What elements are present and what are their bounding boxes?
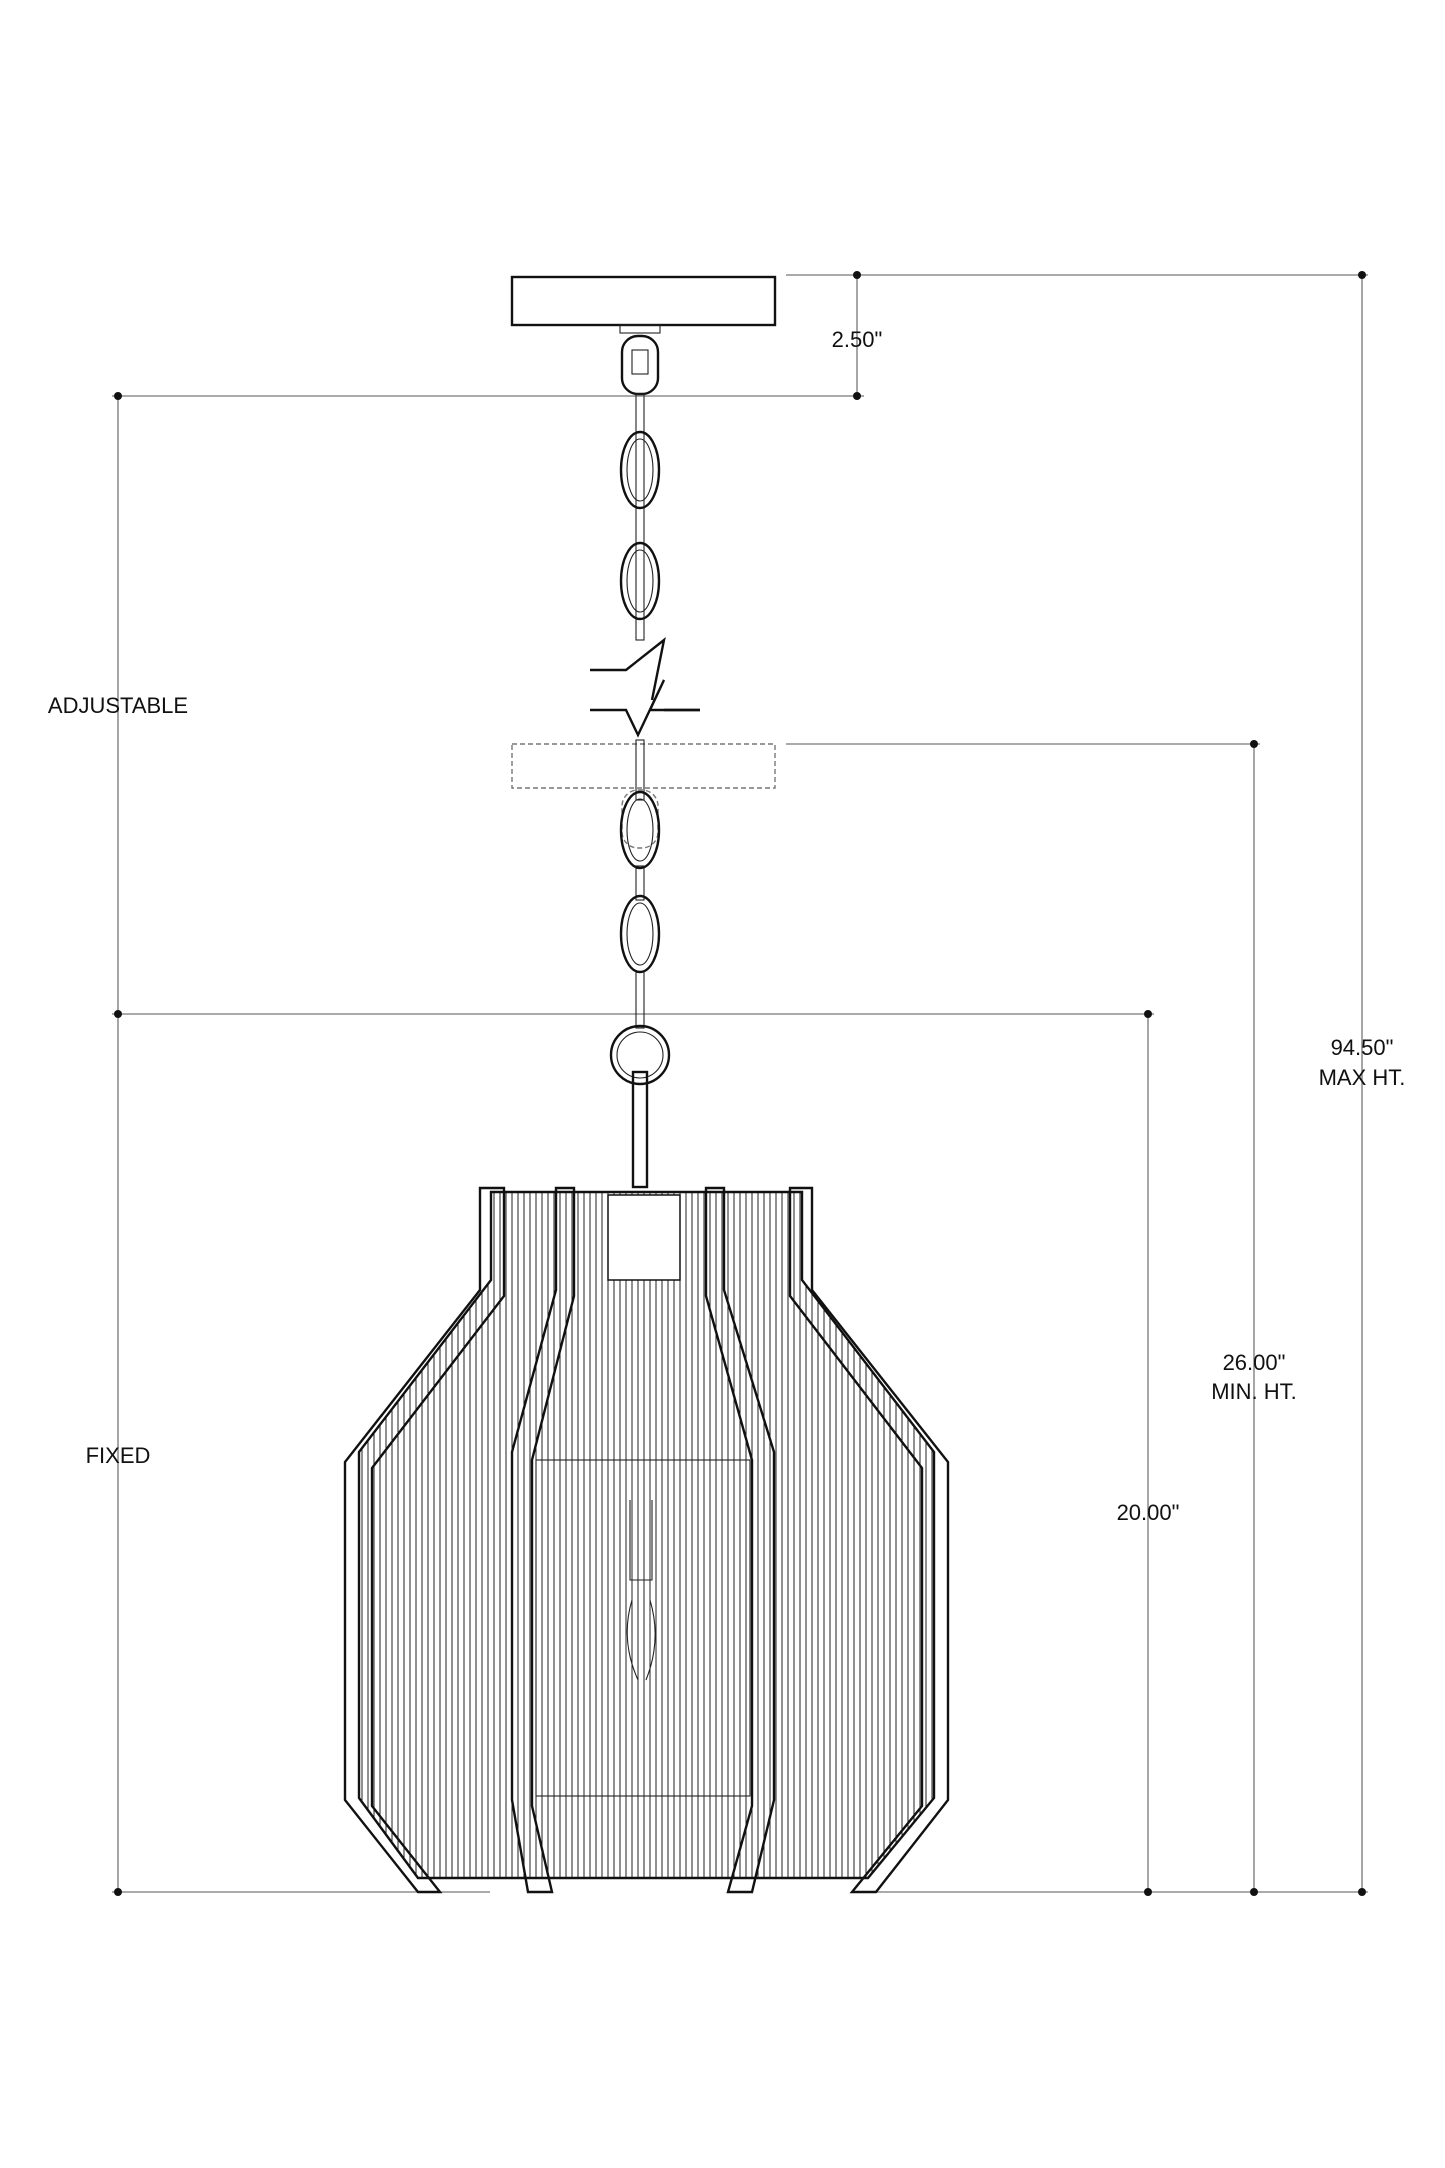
dimension-lines	[112, 274, 1368, 1893]
max-height-label: MAX HT.	[1319, 1065, 1406, 1090]
frame-bar-right-inner	[704, 1186, 776, 1894]
canopy-height-label: 2.50"	[832, 327, 883, 352]
bulb-icon	[626, 1500, 656, 1681]
frame-bar-left-inner	[510, 1186, 576, 1894]
hanging-ring-inner	[616, 1031, 664, 1079]
inner-cage	[535, 1459, 751, 1797]
shade-ribs	[361, 1192, 933, 1878]
chain-link-side	[635, 865, 645, 901]
stem-rod	[631, 1070, 649, 1189]
chain-link-inner	[626, 549, 654, 613]
chain	[619, 393, 661, 1029]
min-height-label: MIN. HT.	[1211, 1379, 1297, 1404]
hanging-ring	[609, 1024, 671, 1086]
chain-link-inner	[626, 438, 654, 502]
canopy	[510, 275, 777, 327]
chain-link	[619, 894, 661, 974]
chain-link-side	[635, 739, 645, 801]
canopy-loop-base	[619, 324, 661, 334]
fixed-label: FIXED	[86, 1443, 151, 1468]
max-height-value: 94.50"	[1331, 1035, 1394, 1060]
dimension-dots	[114, 271, 1366, 1896]
chain-link-side	[635, 971, 645, 1029]
shade-body-outline	[357, 1190, 936, 1880]
chain-link	[619, 790, 661, 870]
chain-link	[619, 430, 661, 510]
canopy-loop	[620, 334, 660, 396]
shade	[343, 1186, 950, 1894]
adjustable-label: ADJUSTABLE	[48, 693, 188, 718]
chain-link	[619, 541, 661, 621]
shade-top-opening	[607, 1194, 681, 1281]
fixture-height-value: 20.00"	[1117, 1500, 1180, 1525]
canopy-loop-inner	[631, 349, 649, 375]
chain-link-inner	[626, 902, 654, 966]
chain-break-symbol	[590, 637, 700, 738]
chain-link-inner	[626, 798, 654, 862]
frame-bar-left-outer	[343, 1186, 506, 1894]
chain-link-side	[635, 393, 645, 641]
min-height-value: 26.00"	[1223, 1350, 1286, 1375]
frame-bar-right-outer	[788, 1186, 950, 1894]
